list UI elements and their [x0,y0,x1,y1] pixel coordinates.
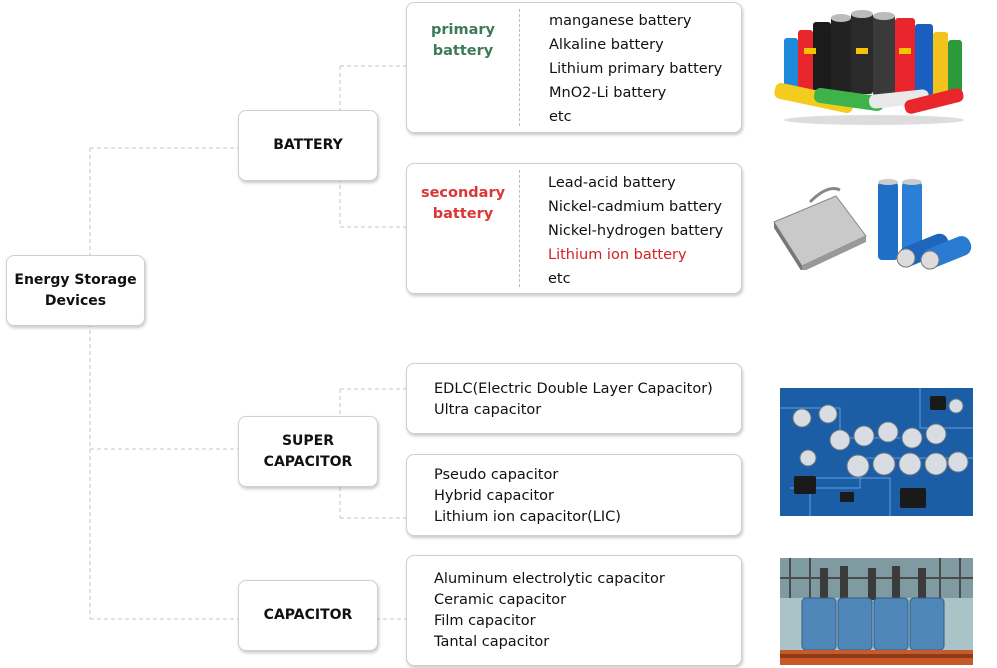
list-item: Alkaline battery [549,37,664,53]
list-item: Film capacitor [434,613,536,629]
supercapacitor-board-image [780,388,973,516]
list-item: etc [549,109,572,125]
list-item: MnO2-Li battery [549,85,667,101]
pseudo-list: Pseudo capacitor Hybrid capacitor Lithiu… [434,465,621,528]
secondary-battery-title: secondary battery [420,185,506,222]
list-item: Pseudo capacitor [434,467,559,483]
edlc-list: EDLC(Electric Double Layer Capacitor) Ul… [434,379,713,421]
capacitor-list: Aluminum electrolytic capacitor Ceramic … [434,569,665,653]
primary-batteries-image [774,10,964,125]
list-item: manganese battery [549,13,692,29]
lithium-ion-batteries-image [773,179,972,270]
list-item: Hybrid capacitor [434,488,554,504]
capacitor-types-box: Aluminum electrolytic capacitor Ceramic … [406,555,742,666]
primary-battery-list: manganese battery Alkaline battery Lithi… [549,9,722,129]
list-item: Lithium ion capacitor(LIC) [434,509,621,525]
list-item-highlight: Lithium ion battery [548,247,687,263]
node-battery: BATTERY [238,110,378,181]
list-item: Ceramic capacitor [434,592,567,608]
list-item: Lithium primary battery [549,61,723,77]
node-super-capacitor: SUPER CAPACITOR [238,416,378,487]
primary-battery-title: primary battery [431,22,495,59]
node-capacitor: CAPACITOR [238,580,378,651]
secondary-battery-list: Lead-acid battery Nickel-cadmium battery… [548,171,723,291]
primary-battery-box: primary battery manganese battery Alkali… [406,2,742,133]
edlc-box: EDLC(Electric Double Layer Capacitor) Ul… [406,363,742,434]
list-item: EDLC(Electric Double Layer Capacitor) [434,381,713,397]
list-item: Lead-acid battery [548,175,676,191]
root-node-energy-storage: Energy Storage Devices [6,255,145,326]
list-item: Ultra capacitor [434,402,542,418]
list-item: Nickel-hydrogen battery [548,223,724,239]
list-item: etc [548,271,571,287]
list-item: Nickel-cadmium battery [548,199,722,215]
list-item: Tantal capacitor [434,634,550,650]
pseudo-capacitor-box: Pseudo capacitor Hybrid capacitor Lithiu… [406,454,742,536]
capacitor-bank-image [780,558,973,665]
secondary-battery-box: secondary battery Lead-acid battery Nick… [406,163,742,294]
list-item: Aluminum electrolytic capacitor [434,571,665,587]
